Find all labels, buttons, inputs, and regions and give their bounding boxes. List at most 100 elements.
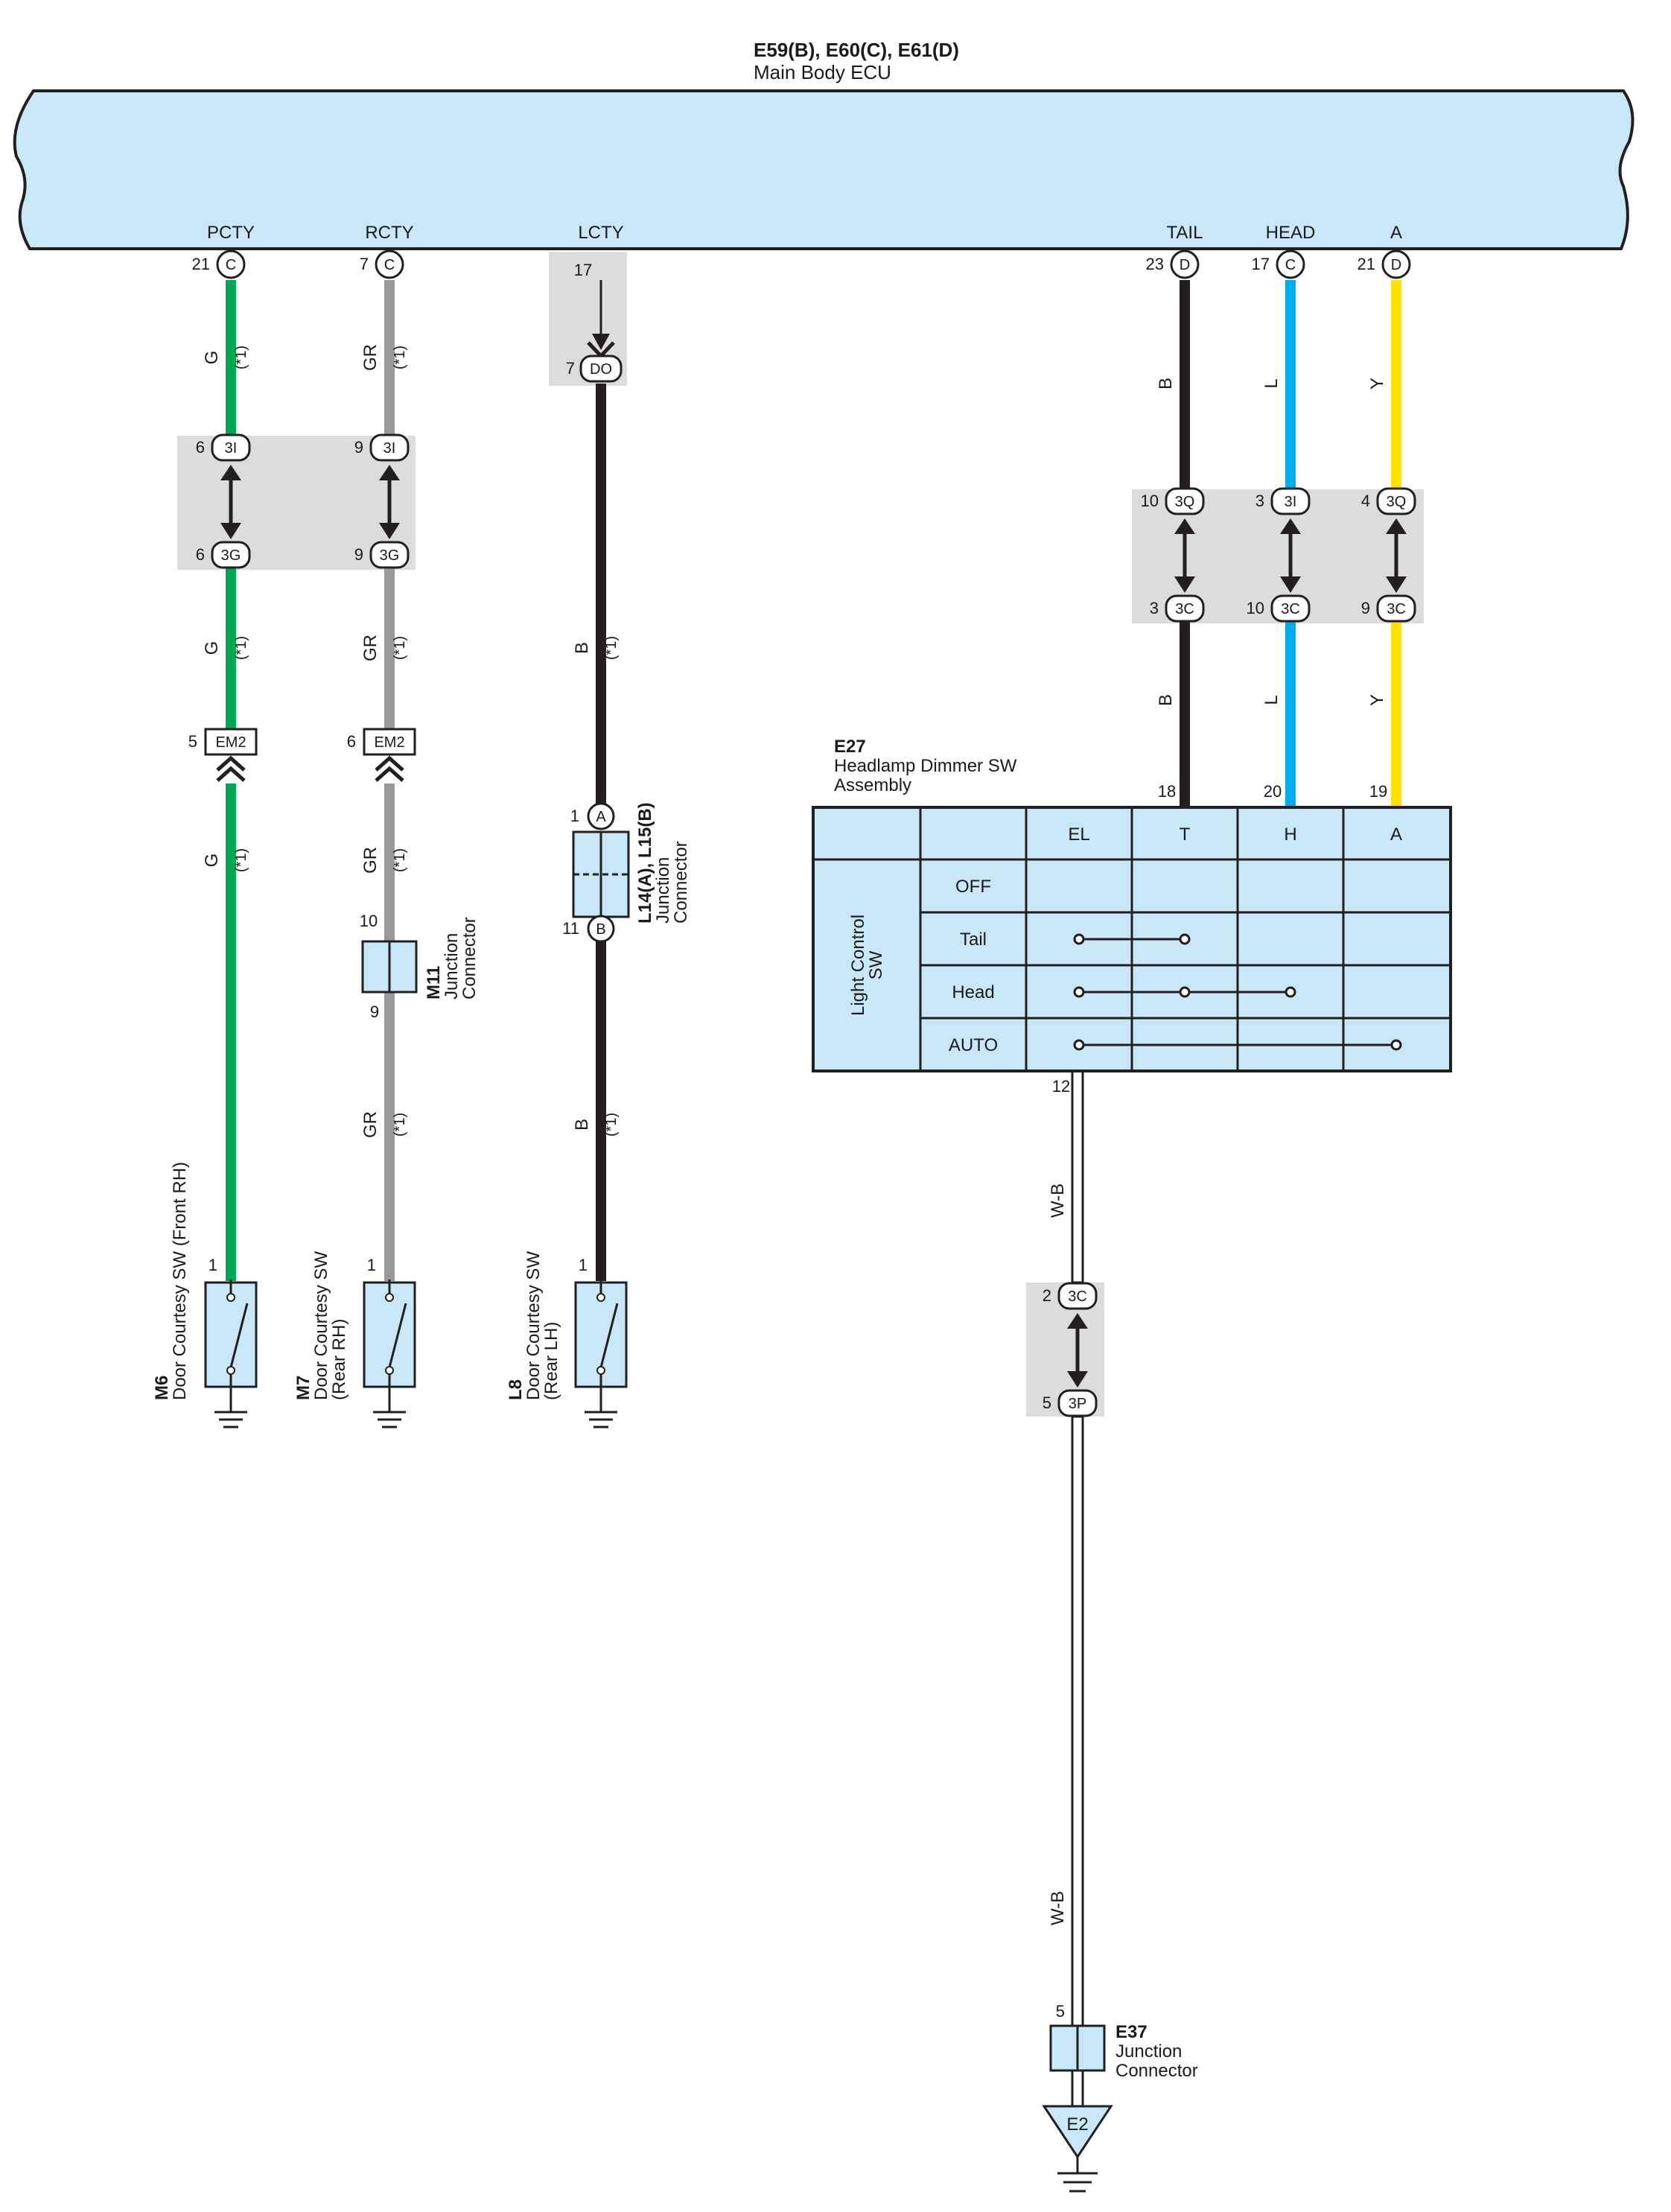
continuity-tail bbox=[1073, 933, 1191, 945]
chevron-up-icon bbox=[375, 755, 404, 772]
plug-rcty bbox=[375, 250, 404, 279]
l14-pin-bottom: 11 bbox=[562, 919, 579, 938]
main-body-ecu: E59(B), E60(C), E61(D) Main Body ECU PCT… bbox=[13, 39, 1635, 250]
m7-name-2: (Rear RH) bbox=[329, 1319, 349, 1400]
label-y-2: Y bbox=[1367, 694, 1387, 706]
connector-do: DO 7 bbox=[566, 334, 623, 383]
note-g-2: (*1) bbox=[233, 636, 249, 660]
m7-name-1: Door Courtesy SW bbox=[311, 1251, 331, 1400]
l8-name-2: (Rear LH) bbox=[541, 1322, 561, 1400]
wires bbox=[226, 280, 1401, 2108]
plug-3C-wb: 3C bbox=[1068, 1288, 1087, 1305]
m11-name-2: Connector bbox=[459, 917, 480, 999]
e37-code: E37 bbox=[1115, 2022, 1148, 2042]
l14-pin-top: 1 bbox=[570, 807, 579, 825]
pin-3I-rcty: 9 bbox=[354, 438, 363, 457]
connector-pair-wb: 3C 2 3P 5 bbox=[1043, 1282, 1098, 1417]
ecu-codes: E59(B), E60(C), E61(D) bbox=[754, 39, 959, 61]
label-wb-1: W-B bbox=[1048, 1183, 1068, 1218]
note-gr-2: (*1) bbox=[392, 636, 408, 660]
terminal-label-tail: TAIL bbox=[1167, 223, 1203, 243]
arrow-down-icon bbox=[1386, 576, 1407, 593]
plug-rcty-label: C bbox=[384, 257, 395, 273]
plug-3C-a: 3C bbox=[1387, 601, 1406, 617]
continuity-auto bbox=[1073, 1039, 1402, 1051]
e27-name-2: Assembly bbox=[834, 775, 911, 795]
connector-pair-tail: 3Q 10 3C 3 bbox=[1141, 487, 1205, 623]
pin-3P-wb: 5 bbox=[1043, 1393, 1051, 1412]
arrow-up-icon bbox=[1280, 518, 1301, 534]
connector-em2-pcty: EM2 5 bbox=[188, 728, 258, 782]
plug-3Q-a: 3Q bbox=[1387, 494, 1407, 510]
terminal-label-a: A bbox=[1390, 223, 1402, 243]
arrow-up-icon bbox=[379, 465, 400, 480]
ground-icon bbox=[214, 1411, 247, 1428]
junction-l14-l15: 1 A 11 B L14(A), L15(B) Junction Connect… bbox=[562, 802, 691, 943]
continuity-head bbox=[1073, 986, 1296, 998]
m11-pin-top: 10 bbox=[360, 912, 378, 930]
e27-pin-a: 19 bbox=[1369, 782, 1387, 801]
connector-pair-head: 3I 3 3C 10 bbox=[1247, 487, 1311, 623]
note-gr-3: (*1) bbox=[392, 848, 408, 872]
pin-3I-head: 3 bbox=[1255, 492, 1264, 510]
ecu-pins: 21 C 7 C 17 23 D 17 C 21 D bbox=[192, 250, 1411, 279]
note-b-lcty-2: (*1) bbox=[603, 1113, 620, 1137]
plug-head bbox=[1276, 250, 1305, 279]
plug-tail bbox=[1170, 250, 1200, 279]
side-label-2: SW bbox=[866, 950, 886, 979]
e37-name-2: Connector bbox=[1115, 2061, 1198, 2081]
plug-3G-pcty: 3G bbox=[221, 547, 241, 564]
pin-tail: 23 bbox=[1146, 255, 1164, 273]
connector-pair-rcty: 3I 9 3G 9 bbox=[354, 433, 410, 569]
ground-triangle-icon bbox=[1042, 2105, 1113, 2159]
label-g-2: G bbox=[202, 641, 222, 655]
l8-code: L8 bbox=[506, 1379, 526, 1400]
m6-name-1: Door Courtesy SW (Front RH) bbox=[170, 1162, 190, 1400]
pin-pcty: 21 bbox=[192, 255, 210, 273]
note-gr-4: (*1) bbox=[392, 1113, 408, 1137]
arrow-up-icon bbox=[1386, 518, 1407, 534]
row-head: Head bbox=[952, 982, 994, 1002]
col-h: H bbox=[1284, 824, 1296, 845]
plug-tail-label: D bbox=[1180, 257, 1190, 273]
wire-labels: G (*1) G (*1) G (*1) GR (*1) GR (*1) GR … bbox=[202, 344, 1387, 1925]
arrow-up-icon bbox=[1174, 518, 1195, 534]
plug-pcty bbox=[216, 250, 246, 279]
label-wb-2: W-B bbox=[1048, 1891, 1068, 1925]
e37-pin: 5 bbox=[1056, 2002, 1065, 2021]
label-g-1: G bbox=[202, 351, 222, 365]
e27-pin-el: 12 bbox=[1052, 1077, 1070, 1096]
arrow-down-icon bbox=[379, 523, 400, 539]
label-y-1: Y bbox=[1367, 378, 1387, 390]
switch-l8: 1 L8 Door Courtesy SW (Rear LH) bbox=[506, 1251, 628, 1428]
m11-name-1: Junction bbox=[442, 933, 462, 999]
chevron-up-icon bbox=[216, 766, 246, 782]
switch-m7: 1 M7 Door Courtesy SW (Rear RH) bbox=[293, 1251, 416, 1428]
m6-pin: 1 bbox=[209, 1256, 217, 1274]
arrow-down-icon bbox=[220, 523, 241, 539]
ecu-name: Main Body ECU bbox=[754, 61, 891, 83]
label-l-2: L bbox=[1261, 695, 1282, 705]
side-label-1: Light Control bbox=[848, 915, 868, 1016]
plug-3I-pcty: 3I bbox=[225, 440, 238, 457]
em2-pcty-label: EM2 bbox=[215, 734, 246, 751]
ground-icon bbox=[1057, 2172, 1098, 2193]
pin-3C-a: 9 bbox=[1361, 599, 1370, 617]
label-g-3: G bbox=[202, 854, 222, 868]
pin-head: 17 bbox=[1252, 255, 1270, 273]
e27-pin-t: 18 bbox=[1158, 782, 1176, 801]
label-gr-1: GR bbox=[360, 344, 381, 371]
plug-3C-tail: 3C bbox=[1175, 601, 1194, 617]
label-gr-4: GR bbox=[360, 1111, 381, 1138]
plug-3Q-tail: 3Q bbox=[1175, 494, 1195, 510]
pin-a: 21 bbox=[1358, 255, 1375, 273]
chevron-up-icon bbox=[216, 755, 246, 772]
plug-3C-head: 3C bbox=[1281, 601, 1300, 617]
pin-3C-wb: 2 bbox=[1043, 1286, 1051, 1305]
plug-head-label: C bbox=[1285, 257, 1296, 273]
terminal-label-head: HEAD bbox=[1266, 223, 1316, 243]
plug-3G-rcty: 3G bbox=[380, 547, 400, 564]
row-auto: AUTO bbox=[949, 1035, 998, 1055]
l8-name-1: Door Courtesy SW bbox=[523, 1251, 544, 1400]
terminal-label-rcty: RCTY bbox=[365, 223, 413, 243]
